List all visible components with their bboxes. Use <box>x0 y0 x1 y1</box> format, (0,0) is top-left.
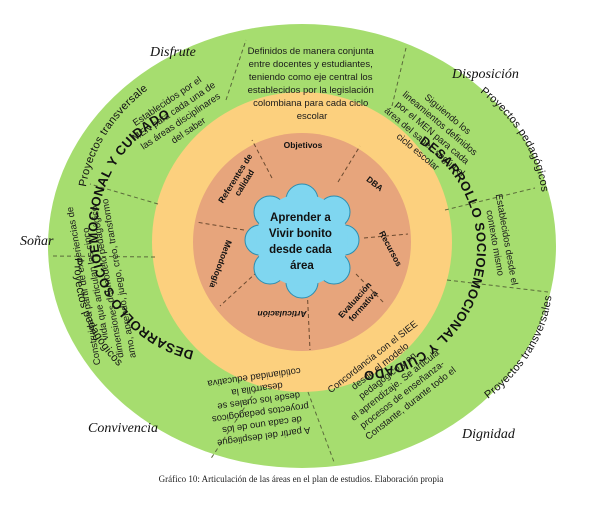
value-sonar: Soñar <box>20 234 54 249</box>
green-top-4: establecidos por la legislación <box>248 85 374 96</box>
center-line-3: desde cada <box>269 244 332 256</box>
value-convivencia: Convivencia <box>88 421 158 436</box>
label-articulacion: Articulación <box>257 309 307 319</box>
figure-caption: Gráfico 10: Articulación de las áreas en… <box>158 474 444 484</box>
green-top-2: entre docentes y estudiantes, <box>249 59 373 70</box>
green-text-top: Definidos de manera conjunta entre docen… <box>248 46 377 122</box>
label-objetivos: Objetivos <box>284 140 323 150</box>
value-dignidad: Dignidad <box>461 427 516 442</box>
value-disfrute: Disfrute <box>149 45 196 60</box>
center-line-4: área <box>290 260 314 272</box>
green-top-6: escolar <box>297 111 328 122</box>
green-dividers <box>51 39 549 463</box>
green-top-3: teniendo como eje central los <box>249 72 373 83</box>
center-line-2: Vivir bonito <box>269 228 332 240</box>
center-cloud-fill <box>256 194 348 286</box>
value-disposicion: Disposición <box>451 67 519 82</box>
center-text: Aprender a Vivir bonito desde cada área <box>269 212 335 272</box>
center-line-1: Aprender a <box>270 212 331 224</box>
green-top-1: Definidos de manera conjunta <box>248 46 375 57</box>
curriculum-diagram: Aprender a Vivir bonito desde cada área … <box>0 0 556 468</box>
green-top-5: colombiana para cada ciclo <box>253 98 368 109</box>
